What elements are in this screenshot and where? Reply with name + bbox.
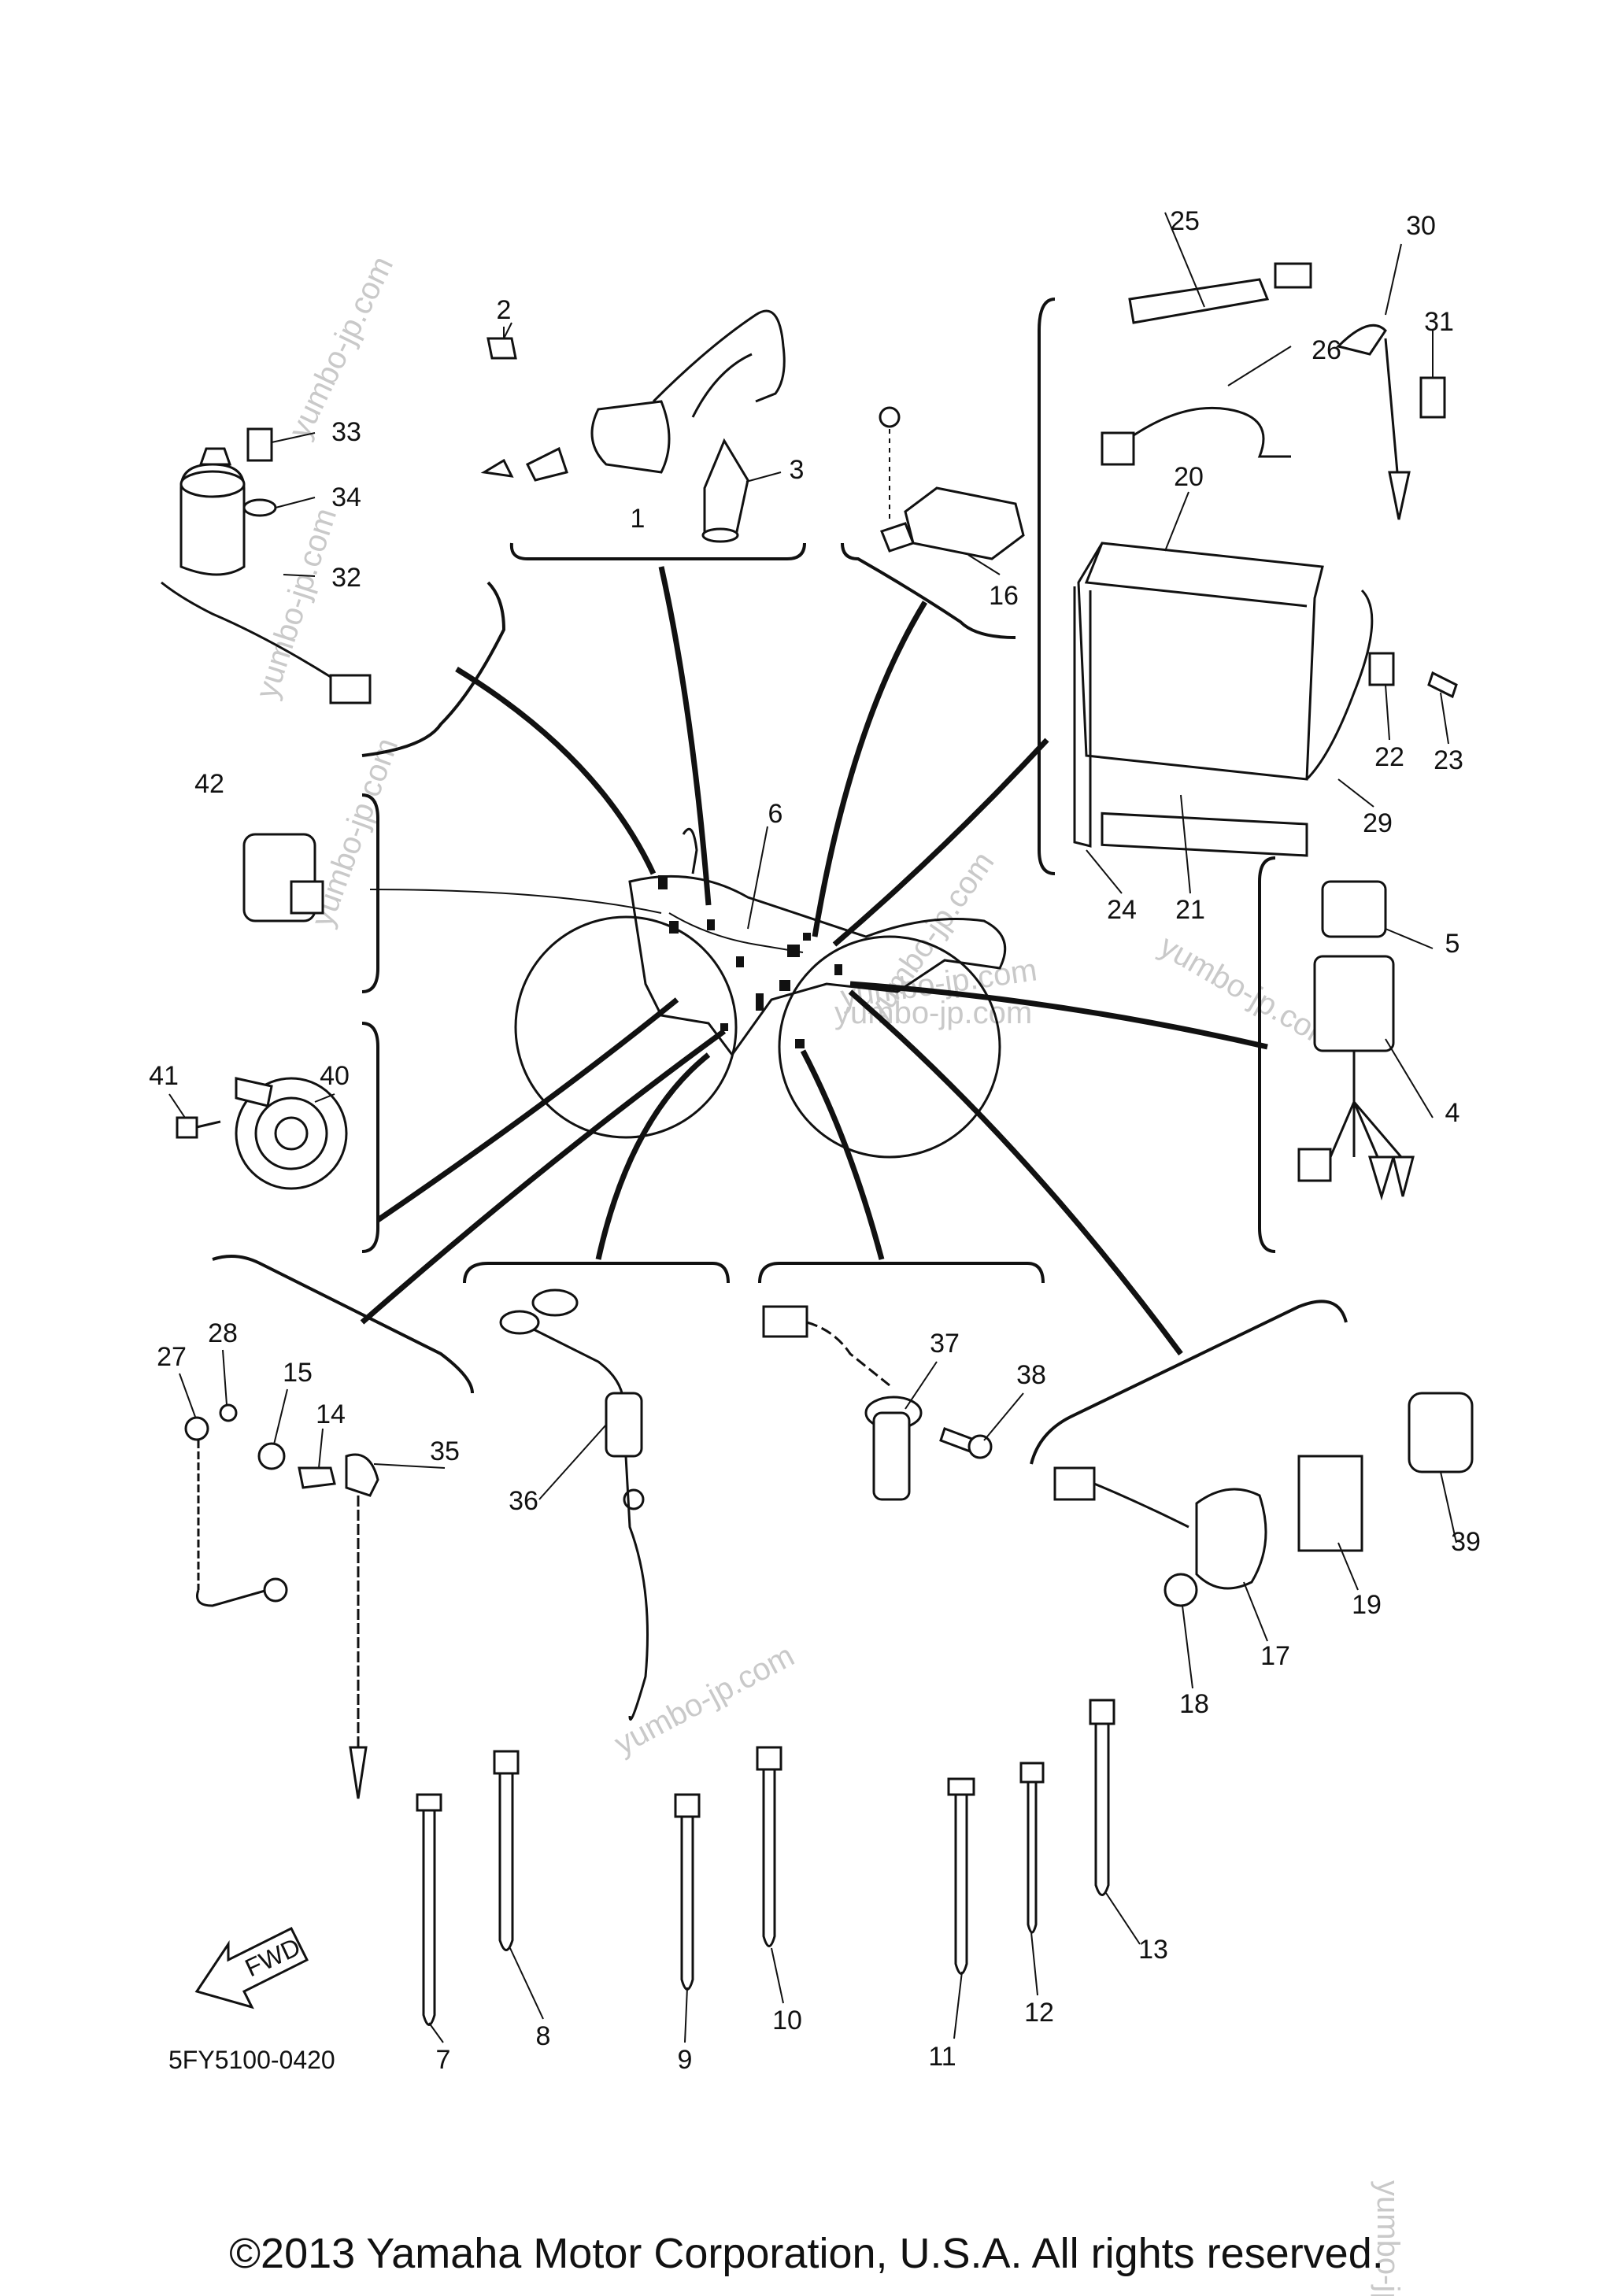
- copyright-notice: ©2013 Yamaha Motor Corporation, U.S.A. A…: [229, 2230, 1384, 2277]
- motorcycle-outline: [514, 827, 1007, 1159]
- callout-29: 29: [1363, 808, 1393, 838]
- callout-33: 33: [331, 417, 361, 447]
- diagram-code: 5FY5100-0420: [168, 2046, 335, 2074]
- ignition-coil-group: [480, 309, 786, 543]
- callout-14: 14: [316, 1399, 346, 1429]
- callout-30: 30: [1406, 211, 1436, 241]
- cable-band-8: [493, 1750, 520, 1951]
- callout-1: 1: [631, 504, 646, 534]
- cable-band-13: [1089, 1699, 1115, 1896]
- callout-7: 7: [436, 2045, 451, 2075]
- callout-26: 26: [1311, 335, 1341, 365]
- starter-relay-group: [1053, 1392, 1474, 1607]
- callout-8: 8: [536, 2021, 551, 2051]
- watermark: yumbo-jp.com: [1371, 2180, 1405, 2296]
- callout-41: 41: [149, 1061, 179, 1091]
- callout-20: 20: [1174, 462, 1204, 492]
- callout-28: 28: [208, 1318, 238, 1348]
- callout-22: 22: [1374, 742, 1404, 772]
- callout-16: 16: [989, 581, 1019, 611]
- cable-band-9: [674, 1793, 701, 1991]
- leader-lines: [360, 566, 1268, 1356]
- callout-24: 24: [1107, 895, 1137, 925]
- callout-40: 40: [320, 1061, 350, 1091]
- flasher-relay-group: [242, 833, 324, 922]
- rectifier-regulator-group: [879, 406, 1025, 575]
- callout-4: 4: [1445, 1098, 1460, 1128]
- callout-31: 31: [1424, 307, 1454, 337]
- forward-arrow: FWD: [194, 1926, 309, 2009]
- callout-5: 5: [1445, 929, 1460, 959]
- callout-12: 12: [1024, 1998, 1054, 2028]
- callout-25: 25: [1170, 206, 1200, 236]
- callout-3: 3: [790, 455, 805, 485]
- callouts: 1 2 3 4 5 6 7 8 9 10 11 12 13 14 15 16 1…: [149, 206, 1481, 2075]
- callout-9: 9: [678, 2045, 693, 2075]
- ignition-switch-group: [161, 427, 372, 704]
- cable-bands: [416, 1699, 1115, 2026]
- callout-35: 35: [430, 1436, 460, 1466]
- callout-11: 11: [928, 2042, 956, 2072]
- callout-34: 34: [331, 482, 361, 512]
- callout-32: 32: [331, 563, 361, 593]
- ground-lead-group: [184, 1403, 379, 1799]
- callout-18: 18: [1179, 1689, 1209, 1719]
- watermark: yumbo-jp.com: [250, 504, 343, 703]
- callout-10: 10: [772, 2006, 802, 2035]
- callout-42: 42: [194, 769, 224, 799]
- callout-19: 19: [1352, 1590, 1382, 1620]
- callout-36: 36: [509, 1486, 538, 1516]
- watermark: yumbo-jp.com: [283, 251, 401, 444]
- cable-band-10: [756, 1746, 782, 1947]
- callout-leaders: [168, 327, 1457, 2043]
- callout-38: 38: [1016, 1360, 1046, 1390]
- callout-15: 15: [283, 1358, 313, 1388]
- cable-band-12: [1019, 1762, 1045, 1934]
- callout-13: 13: [1138, 1935, 1168, 1965]
- callout-17: 17: [1260, 1641, 1290, 1671]
- neutral-switch-group: [499, 1288, 649, 1721]
- callout-2: 2: [497, 295, 512, 325]
- callout-27: 27: [157, 1342, 187, 1372]
- cable-band-7: [416, 1793, 442, 2026]
- cable-band-11: [947, 1777, 975, 1975]
- callout-21: 21: [1175, 895, 1205, 925]
- battery-group: [1073, 212, 1458, 857]
- callout-23: 23: [1434, 745, 1463, 775]
- relay-group: [1297, 880, 1415, 1201]
- horn-group: [176, 1077, 348, 1190]
- group-brackets: [212, 298, 1348, 1465]
- callout-37: 37: [930, 1329, 960, 1359]
- callout-6: 6: [768, 799, 783, 829]
